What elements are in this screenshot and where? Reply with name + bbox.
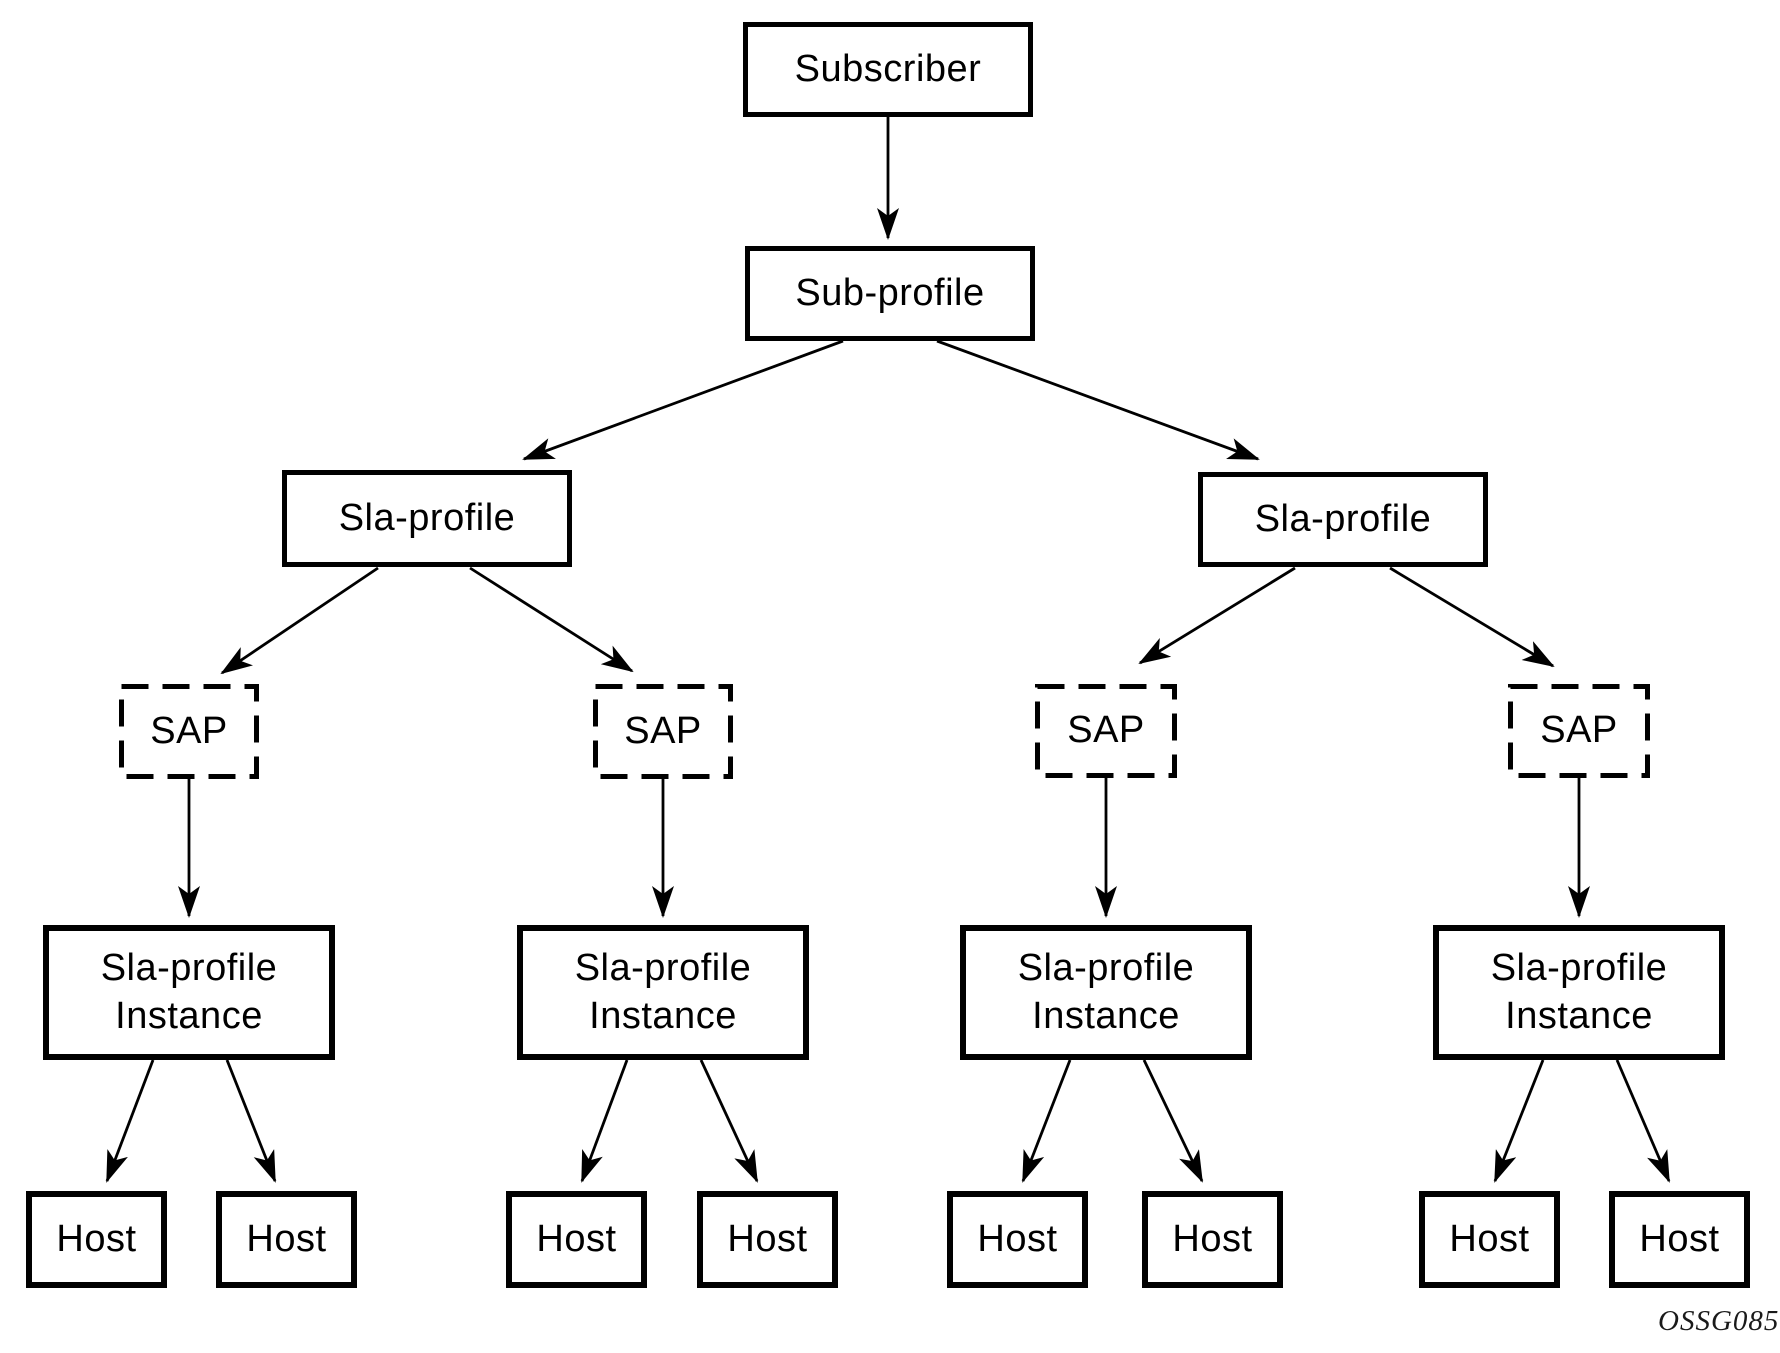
node-label: Sla-profile (338, 496, 516, 539)
sap-box-border (119, 684, 259, 779)
node-label: SAP (1540, 709, 1618, 752)
node-sap-1: SAP (119, 684, 259, 779)
arrow (220, 566, 379, 675)
arrow (469, 566, 634, 673)
arrow (936, 339, 1260, 461)
node-label-line1: Sla-profile (1017, 947, 1195, 989)
node-host-5: Host (947, 1191, 1088, 1288)
node-sla-profile-2: Sla-profile (1198, 472, 1488, 567)
node-host-6: Host (1142, 1191, 1283, 1288)
node-label: Host (1639, 1217, 1720, 1260)
node-host-4: Host (697, 1191, 838, 1288)
node-label: SAP (1067, 709, 1145, 752)
arrow (1389, 566, 1555, 668)
figure-code: OSSG085 (1658, 1305, 1780, 1337)
sap-box-border (593, 684, 733, 779)
node-sla-profile-1: Sla-profile (282, 470, 572, 567)
sap-box-border (1035, 684, 1177, 778)
node-label: Host (977, 1217, 1058, 1260)
arrow (580, 1059, 629, 1183)
node-label-line1: Sla-profile (574, 947, 752, 989)
node-sla-profile-instance-1: Sla-profile Instance (43, 925, 335, 1060)
arrow (1615, 1059, 1671, 1183)
arrow (1138, 566, 1296, 665)
node-label-line2: Instance (115, 994, 263, 1037)
arrow (1493, 1059, 1545, 1183)
node-label-line1: Sla-profile (1490, 947, 1668, 989)
arrow (225, 1059, 277, 1183)
arrow (522, 339, 844, 461)
node-label: SAP (150, 709, 228, 752)
node-sla-profile-instance-2: Sla-profile Instance (517, 925, 809, 1060)
node-sap-2: SAP (593, 684, 733, 779)
node-host-2: Host (216, 1191, 357, 1288)
node-host-7: Host (1419, 1191, 1560, 1288)
arrow (105, 1059, 155, 1183)
node-label: Host (1449, 1217, 1530, 1260)
sap-box-border (1508, 684, 1650, 778)
arrow (699, 1059, 759, 1183)
node-label: Host (536, 1217, 617, 1260)
node-sla-profile-instance-4: Sla-profile Instance (1433, 925, 1725, 1060)
node-host-8: Host (1609, 1191, 1750, 1288)
node-subscriber: Subscriber (743, 22, 1033, 117)
node-sla-profile-instance-3: Sla-profile Instance (960, 925, 1252, 1060)
node-label-line2: Instance (1505, 994, 1653, 1037)
node-host-1: Host (26, 1191, 167, 1288)
node-label-line2: Instance (589, 994, 737, 1037)
node-host-3: Host (506, 1191, 647, 1288)
node-label: Host (246, 1217, 327, 1260)
arrow (1142, 1059, 1204, 1183)
node-sap-3: SAP (1035, 684, 1177, 778)
node-label-line2: Instance (1032, 994, 1180, 1037)
node-label: Host (1172, 1217, 1253, 1260)
node-label: Sub-profile (795, 271, 985, 314)
node-label: Sla-profile (1254, 497, 1432, 540)
node-sap-4: SAP (1508, 684, 1650, 778)
node-label: Host (727, 1217, 808, 1260)
node-label: Subscriber (794, 47, 982, 90)
arrow (1021, 1059, 1072, 1183)
node-sub-profile: Sub-profile (745, 246, 1035, 341)
node-label: Host (56, 1217, 137, 1260)
node-label-line1: Sla-profile (100, 947, 278, 989)
node-label: SAP (624, 709, 702, 752)
